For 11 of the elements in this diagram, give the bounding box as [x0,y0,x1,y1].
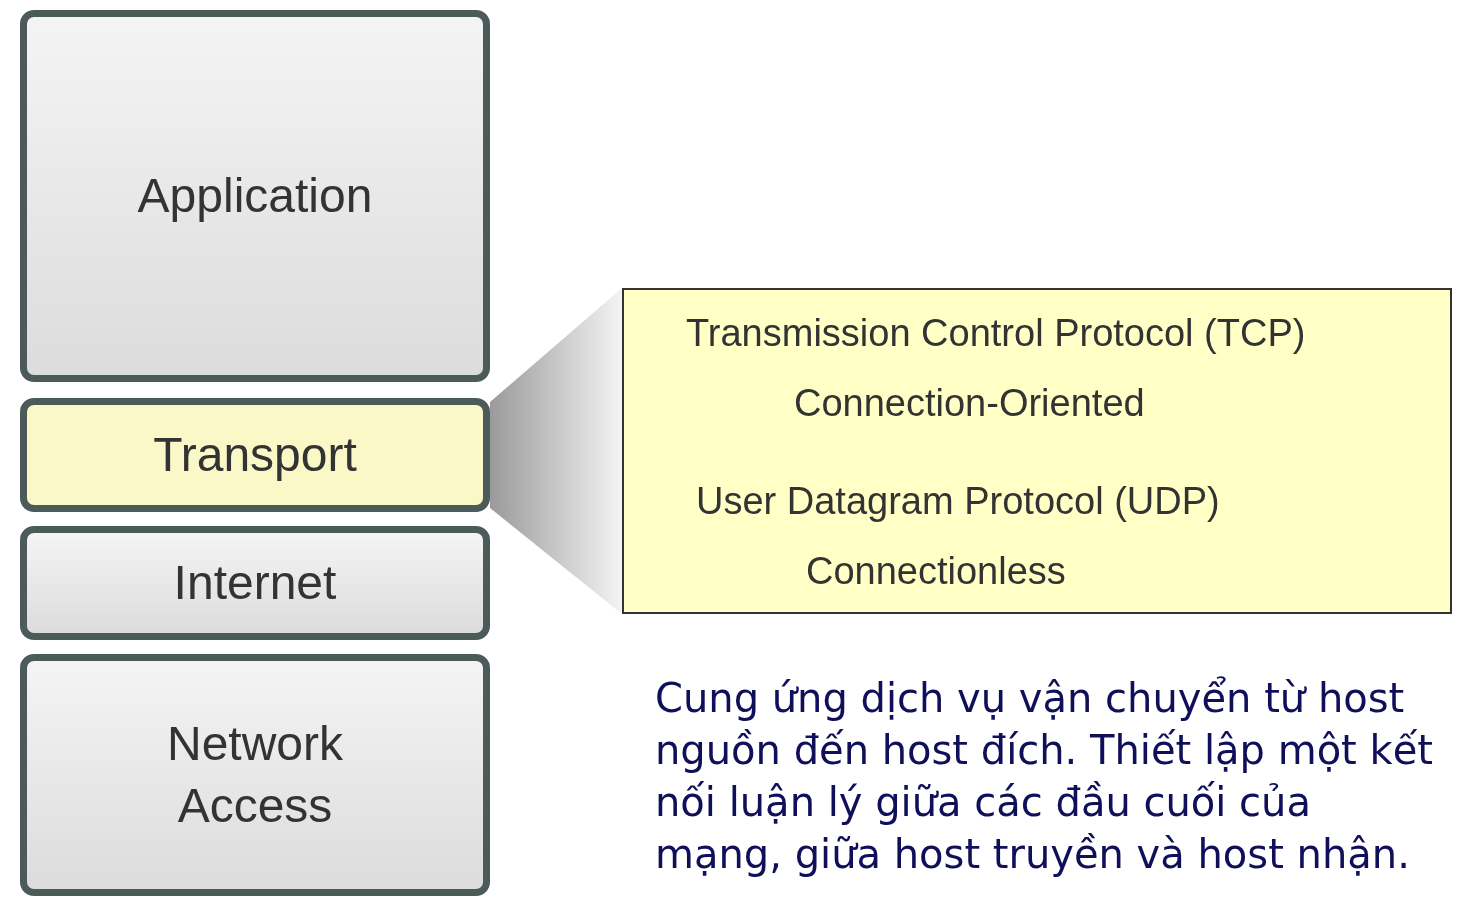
layer-box: Application [20,10,490,382]
protocol-type: Connectionless [806,550,1066,593]
protocol-type: Connection-Oriented [794,382,1145,425]
layer-box: Network Access [20,654,490,896]
layer-box: Internet [20,526,490,640]
layer-box: Transport [20,398,490,512]
description-text: Cung ứng dịch vụ vận chuyển từ host nguồn đến host đích. Thiết lập một kết nối luận lý giữa các đầu cuối của mạng, giữa host truyền và host nhận. [655,674,1434,879]
callout-wedge [490,288,622,614]
callout-box [622,288,1452,614]
protocol-name: Transmission Control Protocol (TCP) [686,312,1306,355]
protocol-name: User Datagram Protocol (UDP) [696,480,1220,523]
